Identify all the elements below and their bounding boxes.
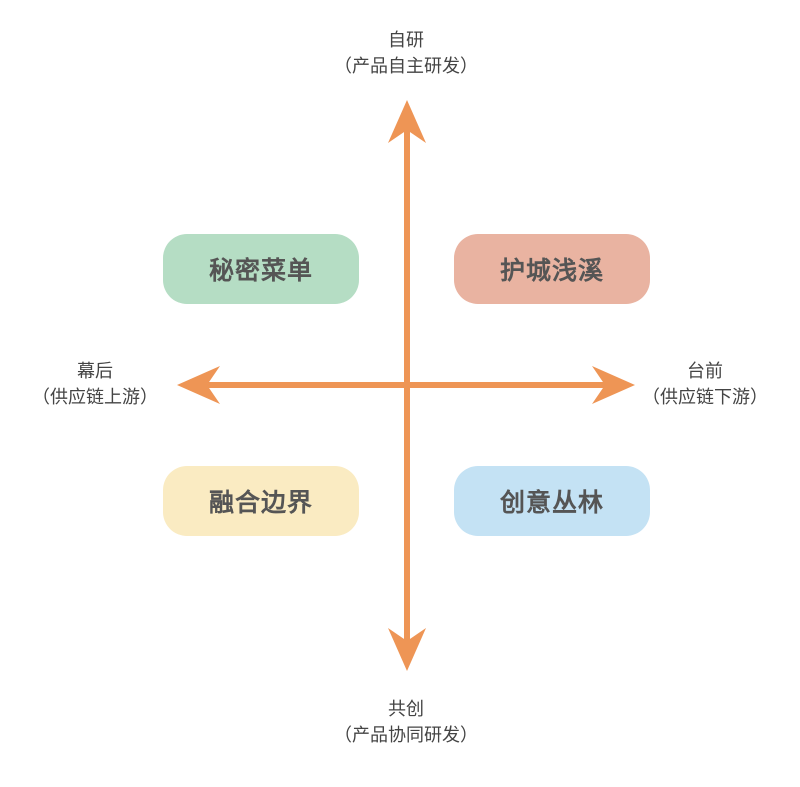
axis-label-left: 幕后 （供应链上游）: [0, 359, 190, 411]
arrow-left-head: [177, 366, 220, 404]
quadrant-top-right: 护城浅溪: [454, 234, 650, 304]
arrow-down-head: [388, 628, 426, 671]
quadrant-top-right-label: 护城浅溪: [499, 256, 604, 285]
axis-label-top: 自研 （产品自主研发）: [306, 28, 506, 80]
quadrant-bottom-right-label: 创意丛林: [499, 488, 604, 517]
axis-label-bottom: 共创 （产品协同研发）: [306, 697, 506, 749]
quadrant-bottom-right: 创意丛林: [454, 466, 650, 536]
axis-label-bottom-subtitle: （产品协同研发）: [334, 725, 478, 746]
arrow-right-head: [592, 366, 635, 404]
arrow-up-head: [388, 100, 426, 143]
axis-label-right-subtitle: （供应链下游）: [642, 387, 768, 408]
quadrant-bottom-left: 融合边界: [163, 466, 359, 536]
quadrant-bottom-left-label: 融合边界: [208, 488, 313, 517]
axis-label-top-subtitle: （产品自主研发）: [334, 56, 478, 77]
quadrant-top-left: 秘密菜单: [163, 234, 359, 304]
axis-label-right-title: 台前: [687, 361, 723, 382]
quadrant-top-left-label: 秘密菜单: [208, 256, 313, 285]
axis-label-bottom-title: 共创: [388, 699, 424, 720]
axis-label-right: 台前 （供应链下游）: [610, 359, 800, 411]
axis-label-top-title: 自研: [388, 30, 424, 51]
axis-label-left-subtitle: （供应链上游）: [32, 387, 158, 408]
axis-label-left-title: 幕后: [77, 361, 113, 382]
